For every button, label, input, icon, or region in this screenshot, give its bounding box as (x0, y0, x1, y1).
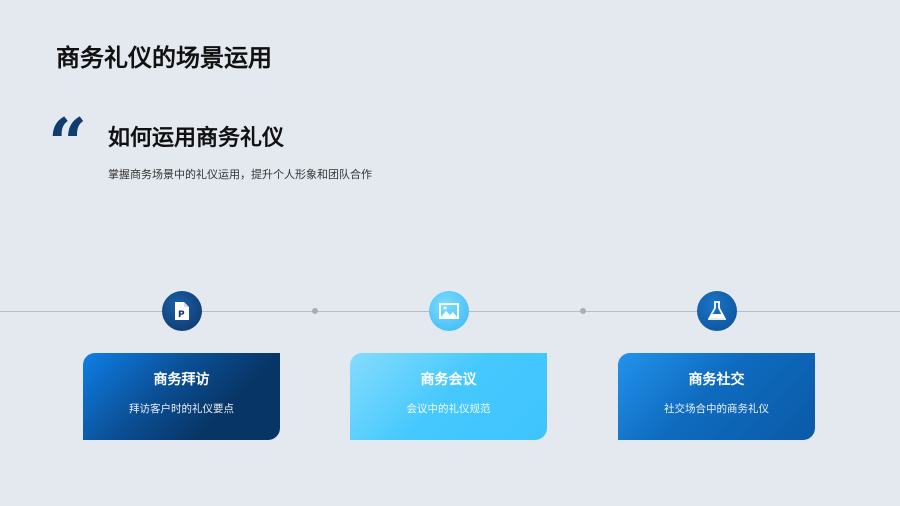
timeline-dot (312, 308, 318, 314)
card-title: 商务拜访 (153, 372, 210, 388)
card-business-social[interactable]: 商务社交 社交场合中的商务礼仪 (618, 353, 815, 440)
card-business-visit[interactable]: 商务拜访 拜访客户时的礼仪要点 (83, 353, 280, 440)
page-title: 商务礼仪的场景运用 (56, 44, 272, 72)
card-description: 拜访客户时的礼仪要点 (129, 403, 234, 415)
flask-icon (697, 291, 737, 331)
quote-icon: “ (48, 104, 87, 184)
presentation-file-icon: P (162, 291, 202, 331)
section-heading: 如何运用商务礼仪 (108, 126, 285, 151)
card-title: 商务社交 (688, 372, 745, 388)
card-description: 会议中的礼仪规范 (406, 403, 491, 415)
section-description: 掌握商务场景中的礼仪运用，提升个人形象和团队合作 (108, 168, 372, 181)
svg-text:P: P (178, 310, 185, 320)
timeline-dot (580, 308, 586, 314)
card-description: 社交场合中的商务礼仪 (664, 403, 769, 415)
image-icon (429, 291, 469, 331)
card-title: 商务会议 (420, 372, 477, 388)
card-business-meeting[interactable]: 商务会议 会议中的礼仪规范 (350, 353, 547, 440)
